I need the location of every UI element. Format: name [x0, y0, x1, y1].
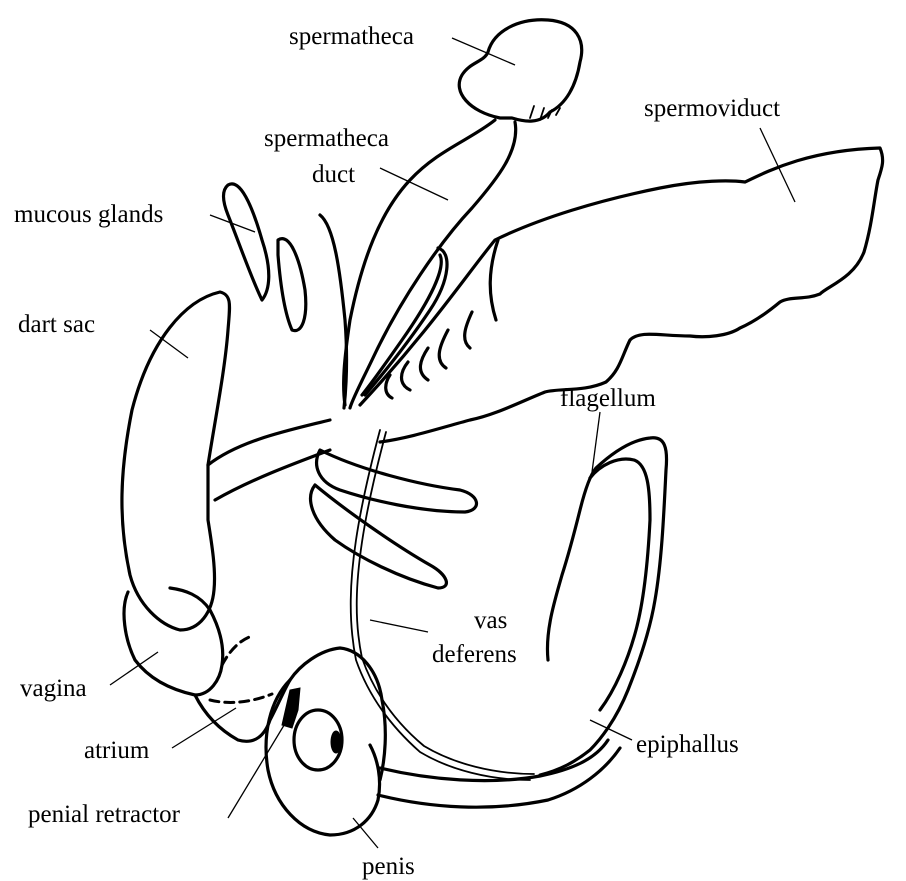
label-vagina: vagina [20, 675, 87, 702]
penis-shape [266, 680, 380, 835]
label-atrium: atrium [84, 737, 150, 764]
label-spermatheca-duct-1: spermatheca [264, 125, 389, 152]
vagina-boundary [222, 636, 252, 665]
mucous-glands-shape [224, 184, 269, 300]
label-mucous-glands: mucous glands [14, 201, 163, 228]
label-spermatheca-duct-2: duct [312, 161, 355, 188]
label-dart-sac: dart sac [18, 311, 95, 338]
leader-dart-sac [150, 330, 188, 358]
spermatheca-duct-shape [344, 120, 495, 405]
leader-atrium [172, 708, 236, 748]
leader-spermoviduct [760, 128, 795, 202]
leader-spermatheca [452, 38, 515, 65]
leader-vas-deferens [370, 620, 428, 632]
vas-deferens-shape-2 [357, 432, 534, 774]
flagellum-inner [590, 459, 650, 710]
epiphallus-shape [378, 740, 620, 807]
mucous-gland-2 [278, 239, 306, 331]
label-spermatheca: spermatheca [289, 23, 414, 50]
lower-lobe-1 [317, 450, 477, 512]
label-vas-deferens-1: vas [474, 607, 507, 634]
leader-spermatheca-duct [380, 168, 448, 200]
label-penial-retractor: penial retractor [28, 801, 181, 828]
vas-deferens-shape [351, 430, 530, 780]
spermatheca-shape [459, 20, 581, 121]
atrium-boundary [210, 694, 272, 702]
label-spermoviduct: spermoviduct [644, 95, 780, 122]
label-penis: penis [362, 853, 415, 880]
label-epiphallus: epiphallus [636, 731, 739, 758]
label-flagellum: flagellum [560, 385, 656, 412]
vagina-shape [124, 588, 223, 695]
leader-flagellum [592, 412, 600, 472]
label-vas-deferens-2: deferens [432, 641, 517, 668]
penis-pore [331, 731, 341, 753]
